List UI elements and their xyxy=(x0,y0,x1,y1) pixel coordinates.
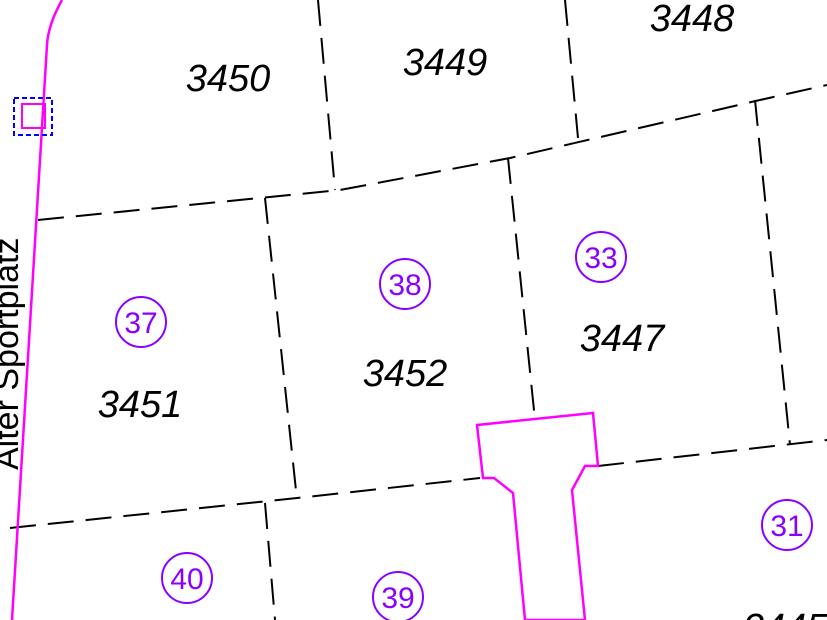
boundary-line xyxy=(317,0,336,191)
road-edge xyxy=(10,0,64,620)
house-number-circle xyxy=(372,571,424,620)
marker xyxy=(21,103,46,129)
parcel-label: 3451 xyxy=(98,384,183,426)
house-number-circle xyxy=(161,552,213,604)
parcel-label: 3452 xyxy=(363,353,448,395)
boundary-line xyxy=(9,477,481,529)
house-number-circle xyxy=(115,296,167,348)
boundary-line xyxy=(597,439,827,467)
house-number: 38 xyxy=(388,269,421,302)
parcel-label: 3447 xyxy=(580,318,666,360)
road-plot xyxy=(475,411,600,620)
parcel-label: 3449 xyxy=(403,42,488,84)
parcel-label: 3445 xyxy=(743,607,827,620)
boundary-line xyxy=(564,0,579,139)
house-number-circle xyxy=(379,258,431,310)
house-number: 40 xyxy=(170,563,203,596)
marker-outline xyxy=(13,97,53,136)
boundary-line xyxy=(754,99,791,446)
boundary-line xyxy=(264,502,276,620)
parcel-boundaries xyxy=(9,0,827,620)
boundary-line xyxy=(507,157,536,421)
house-number: 31 xyxy=(770,510,803,543)
house-number-circle xyxy=(575,231,627,283)
street-label: Alter Sportplatz xyxy=(0,238,26,470)
boundary-line xyxy=(37,84,827,221)
house-number: 33 xyxy=(584,242,617,275)
house-number-circle xyxy=(761,499,813,551)
house-number: 37 xyxy=(124,307,157,340)
parcel-label: 3448 xyxy=(650,0,735,40)
parcel-label: 3450 xyxy=(186,58,271,100)
house-number: 39 xyxy=(381,582,414,615)
boundary-line xyxy=(264,197,298,501)
